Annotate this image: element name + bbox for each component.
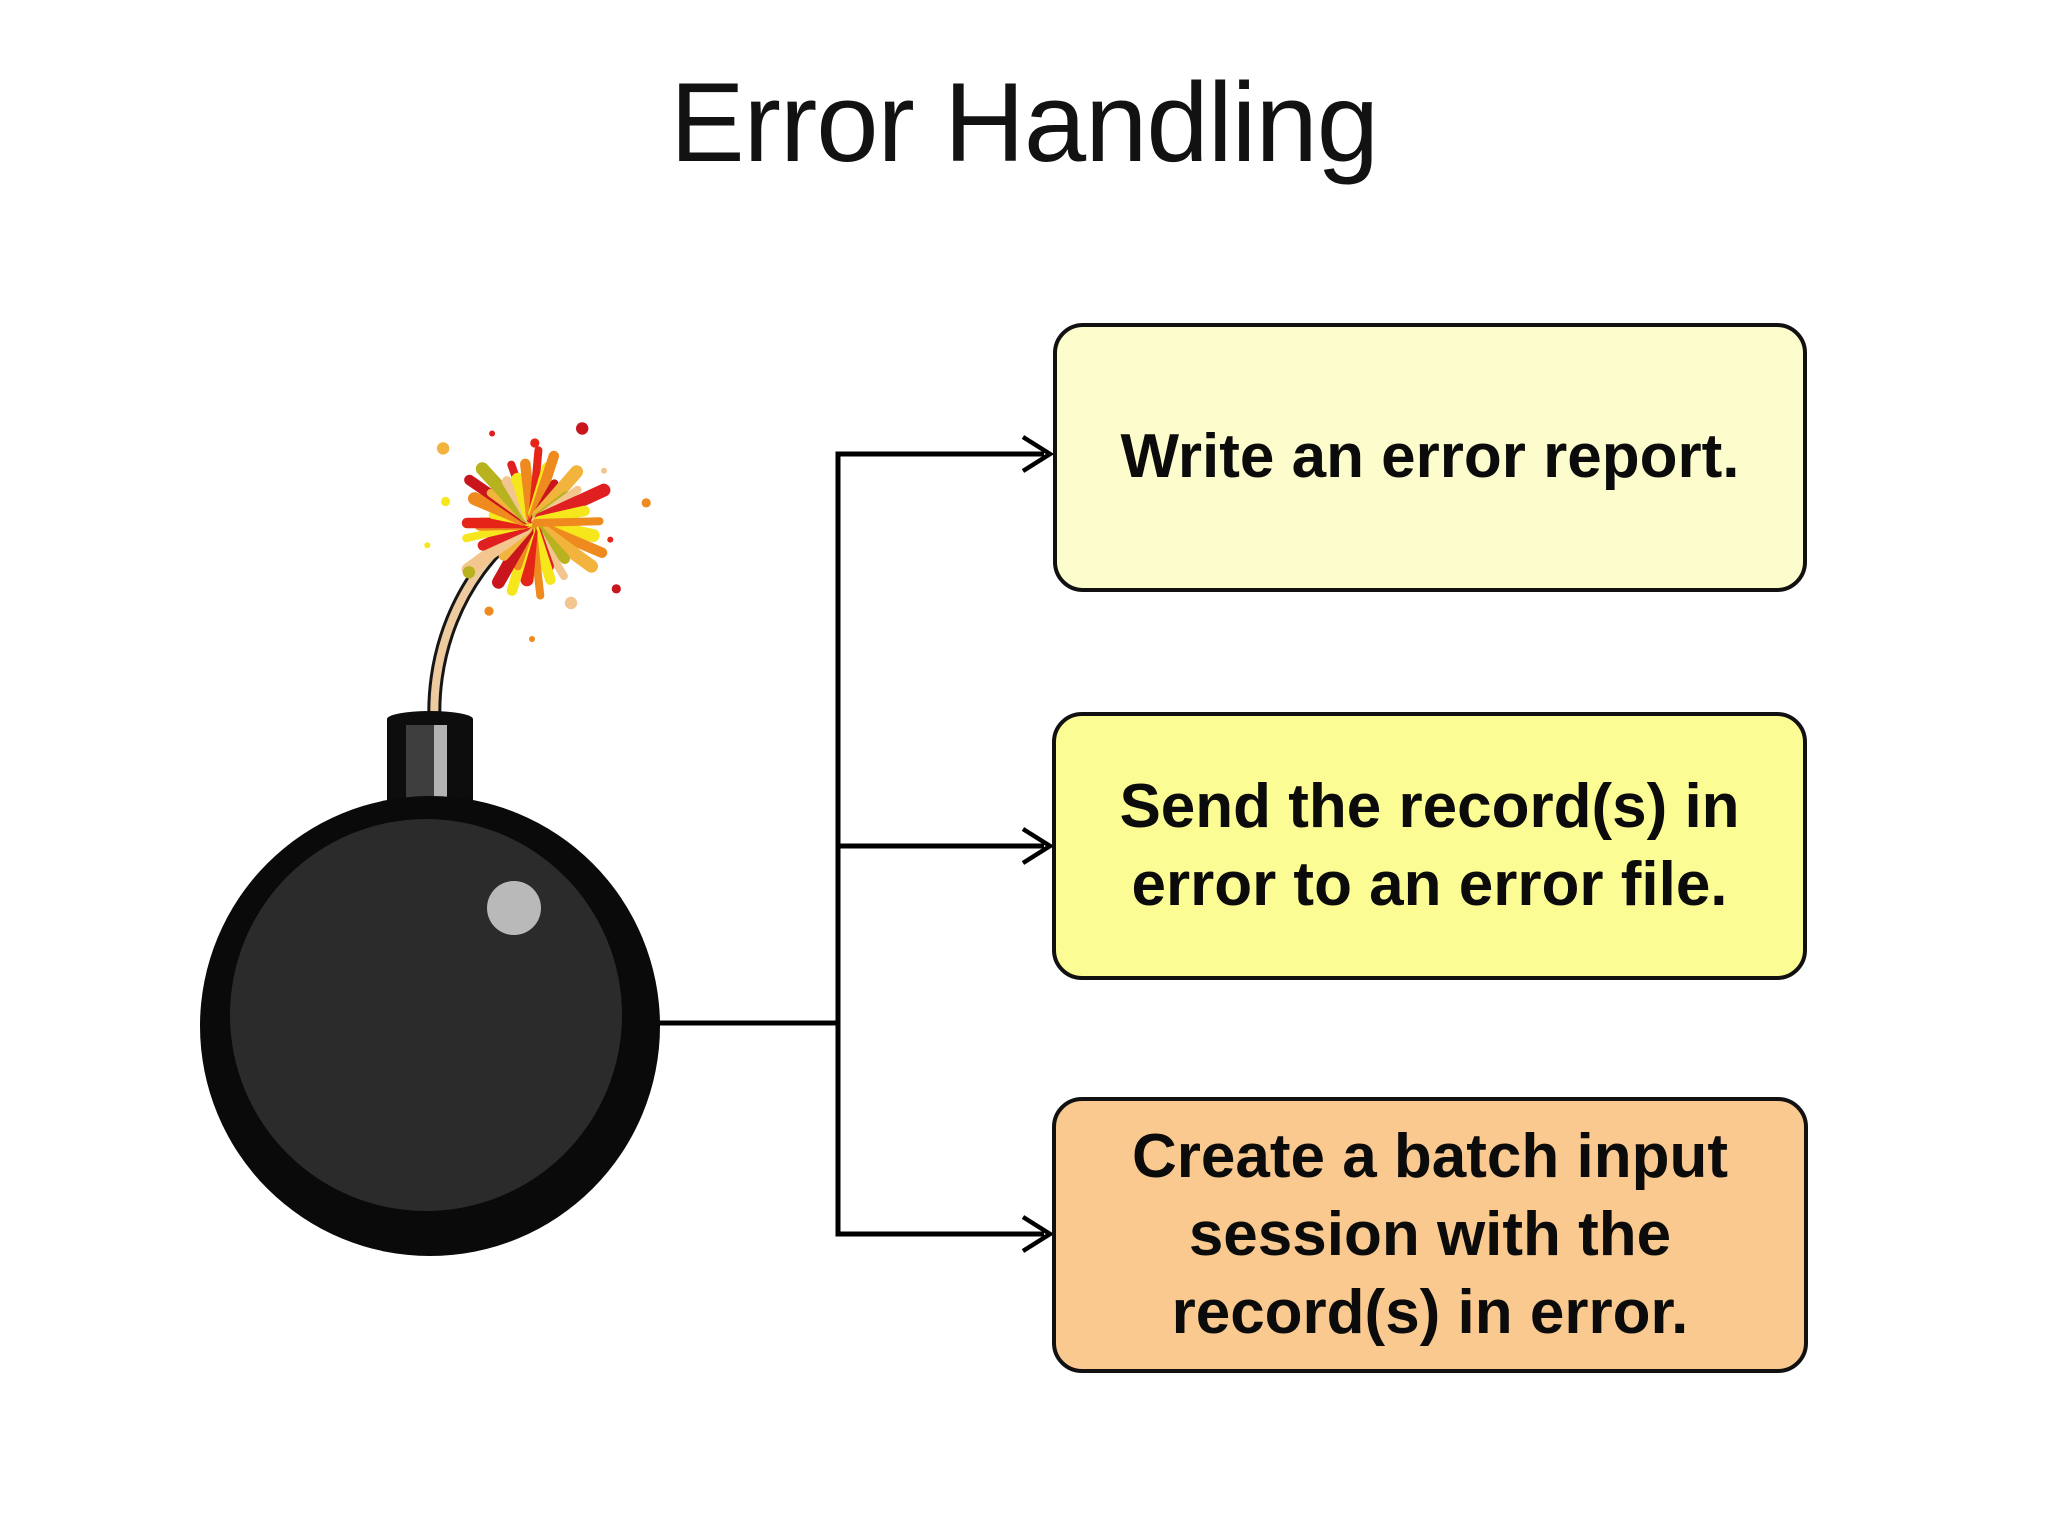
page-title: Error Handling (669, 60, 1379, 185)
bomb-cap-panel (406, 725, 434, 810)
option-box-create-batch-input-session: Create a batch input session with the re… (1052, 1097, 1808, 1373)
option-box-label: Write an error report. (1120, 422, 1740, 492)
arrowhead-2-icon (1021, 827, 1055, 865)
connector-lines (640, 435, 1055, 1253)
bomb-sphere-body (230, 819, 622, 1211)
option-box-send-to-error-file: Send the record(s) in error to an error … (1052, 712, 1807, 980)
bomb-icon (200, 422, 660, 1256)
option-box-write-error-report: Write an error report. (1053, 323, 1807, 592)
bomb-glint (487, 881, 541, 935)
option-box-label: Create a batch input session with the re… (1132, 1121, 1728, 1348)
option-box-label: Send the record(s) in error to an error … (1119, 771, 1740, 919)
arrowhead-3-icon (1021, 1215, 1055, 1253)
arrowhead-1-icon (1021, 435, 1055, 473)
burst-rays (424, 422, 651, 642)
bomb-cap-highlight (434, 725, 447, 810)
